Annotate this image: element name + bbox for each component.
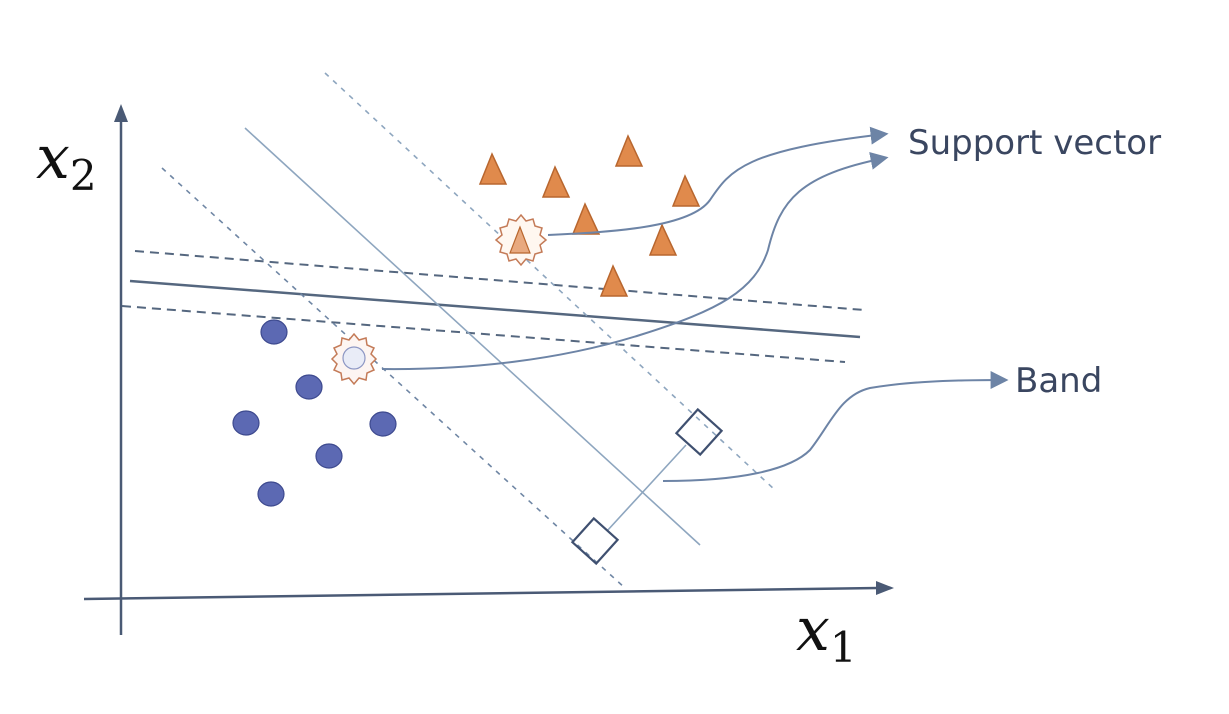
circle-icon xyxy=(315,443,343,469)
y-axis-label: x2 xyxy=(36,128,97,197)
y-axis-label-sub: 2 xyxy=(69,151,97,200)
circle-icon xyxy=(369,411,397,437)
horizontal-margin-lower xyxy=(121,305,846,363)
support-vector-circle xyxy=(330,332,378,386)
triangle-icon xyxy=(478,152,508,185)
circle-icon xyxy=(257,481,285,507)
triangle-icon xyxy=(614,134,644,167)
circle-icon xyxy=(232,410,260,436)
y-axis-arrowhead xyxy=(114,104,128,122)
triangle-icon xyxy=(671,174,701,207)
circle-icon xyxy=(295,374,323,400)
diagonal-hyperplane-group xyxy=(161,72,776,589)
horizontal-margin-upper xyxy=(134,250,865,311)
band-arrow xyxy=(662,371,1009,482)
circle-icon xyxy=(342,346,366,370)
axes xyxy=(83,104,894,635)
x-axis-arrowhead xyxy=(876,581,894,595)
support-vector-label: Support vector xyxy=(908,123,1162,163)
x-axis-label: x1 xyxy=(796,600,857,669)
x-axis-label-sub: 1 xyxy=(829,623,857,672)
band-diamond-upper xyxy=(674,407,724,457)
band-connector xyxy=(606,444,687,532)
class-b-points xyxy=(232,319,397,507)
triangle-icon xyxy=(599,264,629,297)
triangle-icon xyxy=(648,223,678,256)
class-a-points xyxy=(478,134,701,297)
horizontal-hyperplane xyxy=(129,279,861,339)
horizontal-hyperplane-group xyxy=(121,250,865,363)
triangle-icon xyxy=(571,202,601,235)
y-axis-label-var: x xyxy=(36,123,70,193)
band-diamond-lower xyxy=(570,516,620,566)
annotation-arrows xyxy=(381,126,1009,482)
support-arrow-lower xyxy=(381,152,889,371)
band-marker xyxy=(570,407,724,566)
x-axis-label-var: x xyxy=(796,595,830,665)
triangle-icon xyxy=(509,225,531,254)
triangle-icon xyxy=(541,165,571,198)
diagonal-margin-lower xyxy=(161,167,626,589)
support-vector-triangle xyxy=(494,213,548,267)
diagonal-hyperplane xyxy=(244,127,701,546)
band-label: Band xyxy=(1015,361,1103,401)
support-arrow-upper xyxy=(547,126,889,236)
diagonal-margin-upper xyxy=(324,72,776,491)
circle-icon xyxy=(260,319,288,345)
x-axis xyxy=(83,586,879,601)
